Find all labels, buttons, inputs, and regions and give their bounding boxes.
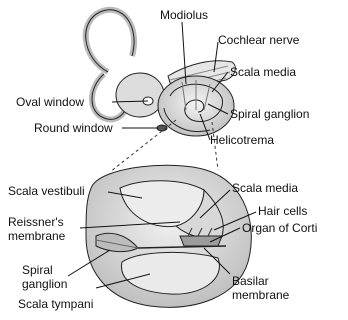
label-helicotrema: Helicotrema [210,134,274,147]
label-basilar-membrane-line2: membrane [232,289,289,302]
label-spiral-ganglion-upper: Spiral ganglion [230,108,309,121]
label-oval-window: Oval window [16,96,84,109]
label-basilar-membrane-line1: Basilar [232,275,269,288]
label-reissners-membrane-line1: Reissner's [8,216,64,229]
label-reissners-membrane-line2: membrane [8,230,65,243]
label-hair-cells: Hair cells [258,205,307,218]
label-scala-tympani: Scala tympani [18,298,93,311]
label-organ-of-corti: Organ of Corti [242,222,317,235]
cochlea-cross-section [86,165,251,307]
label-cochlear-nerve: Cochlear nerve [218,34,299,47]
label-round-window: Round window [34,122,113,135]
label-modiolus: Modiolus [160,9,208,22]
label-spiral-ganglion-lower-line2: ganglion [22,278,67,291]
label-scala-media-upper: Scala media [230,66,296,79]
label-spiral-ganglion-lower-line1: Spiral [22,264,53,277]
cochlea-3d-view [86,10,236,136]
label-scala-vestibuli: Scala vestibuli [8,185,85,198]
label-scala-media-lower: Scala media [232,182,298,195]
